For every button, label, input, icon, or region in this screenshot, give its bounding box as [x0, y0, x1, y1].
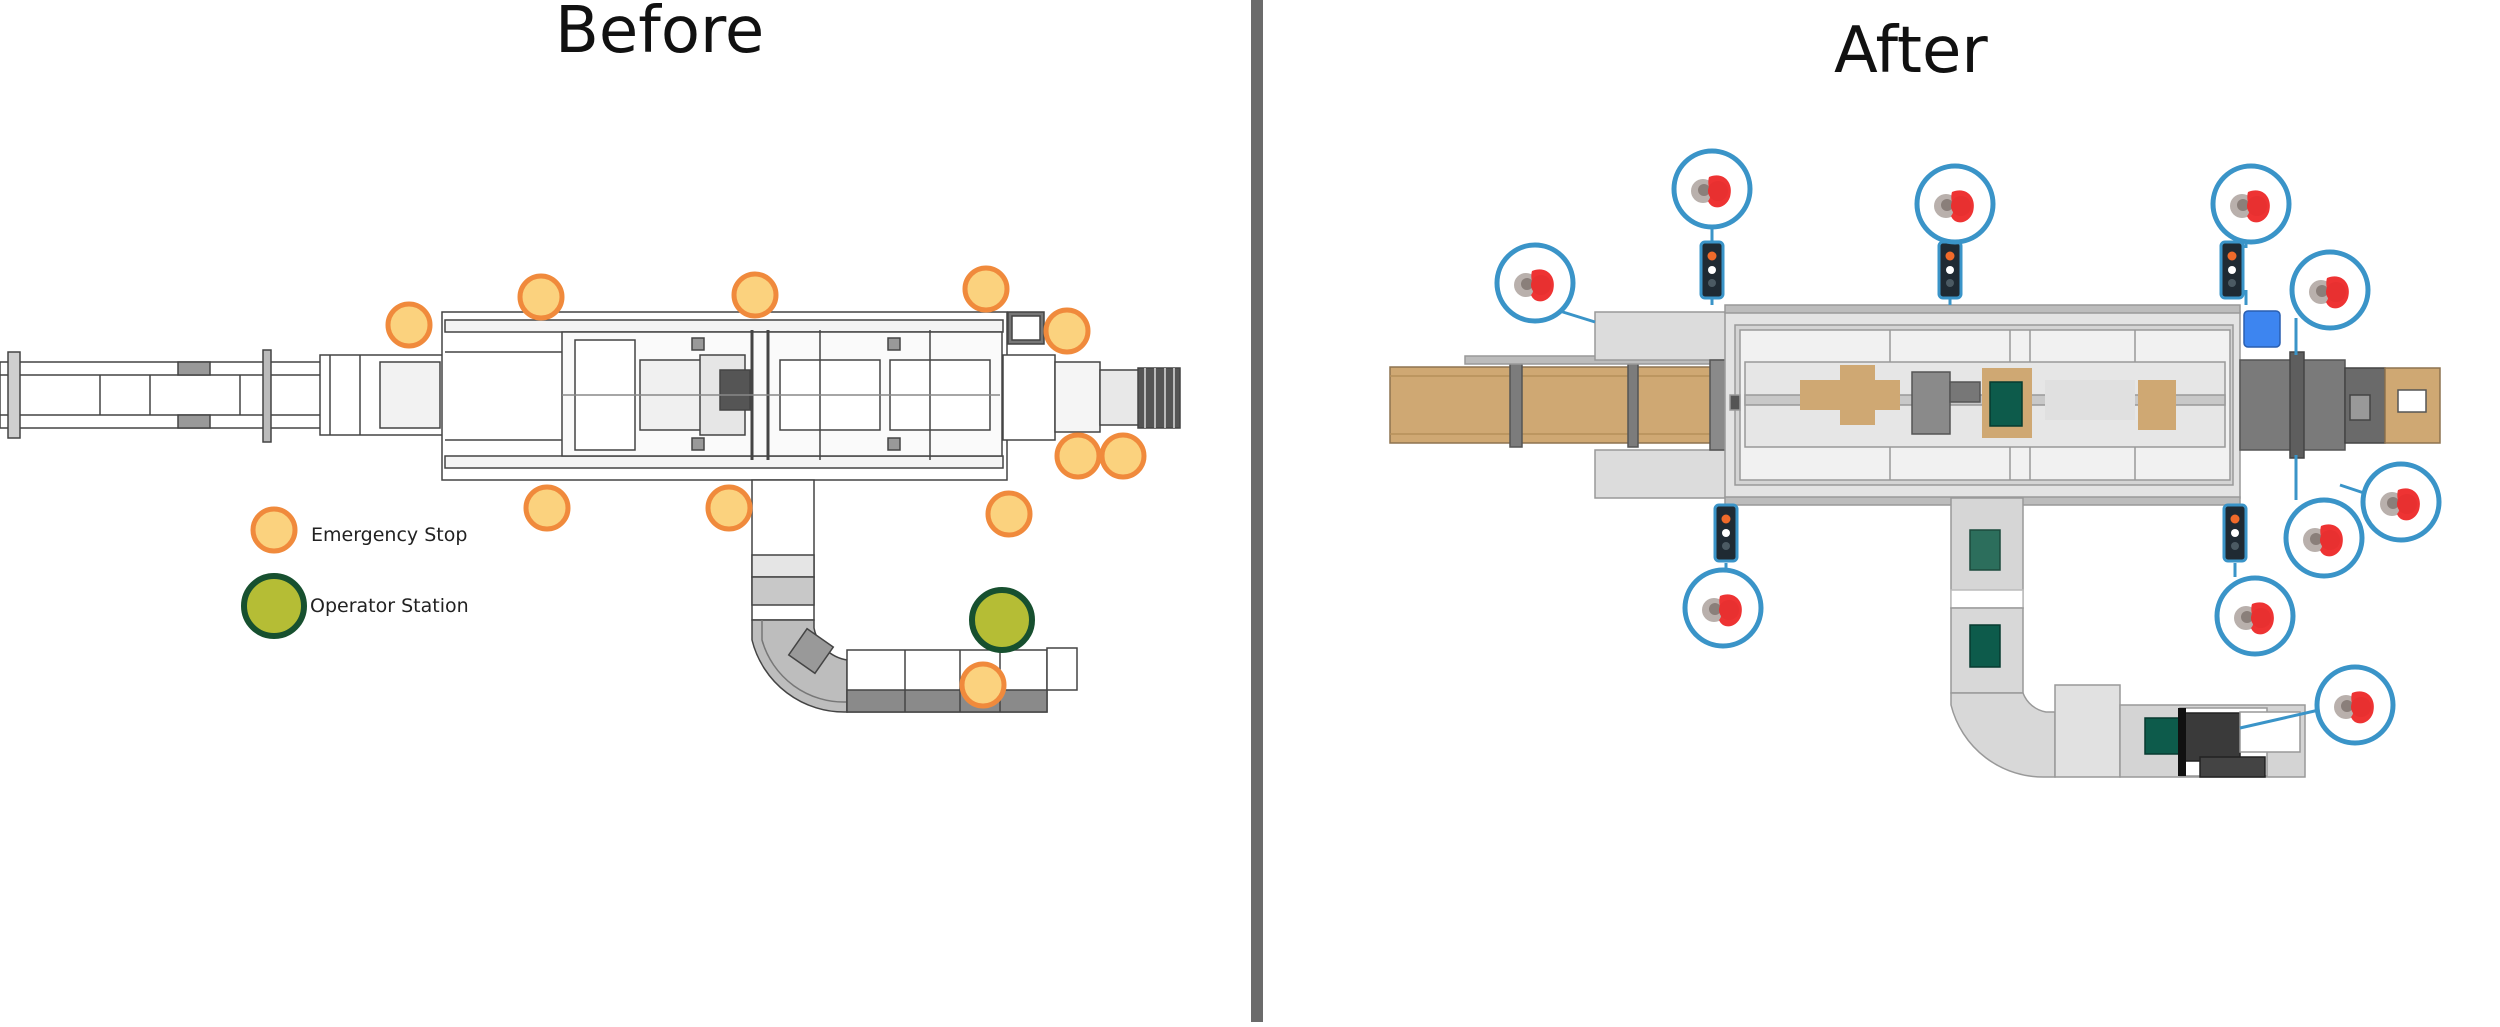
red-mushroom-button-icon	[2363, 464, 2439, 540]
emergency-stop-icon	[965, 268, 1007, 310]
emergency-stop-icon	[1057, 435, 1099, 477]
emergency-stop-icon	[520, 276, 562, 318]
operator-station-icon	[969, 587, 1035, 653]
emergency-stop-icon	[708, 487, 750, 529]
stack-light-icon	[1937, 240, 1963, 300]
red-mushroom-button-icon	[2286, 500, 2362, 576]
stack-light-icon	[2222, 503, 2248, 563]
emergency-stop-icon	[1102, 435, 1144, 477]
legend-operator-station-label: Operator Station	[310, 595, 469, 617]
emergency-stop-icon	[734, 274, 776, 316]
panel-divider	[1251, 0, 1263, 1022]
stack-light-icon	[1713, 503, 1739, 563]
red-mushroom-button-icon	[1674, 151, 1750, 227]
emergency-stop-icon	[962, 664, 1004, 706]
before-panel-title: Before	[555, 0, 765, 68]
emergency-stop-icon	[988, 493, 1030, 535]
after-machine-drawing	[1389, 304, 2441, 778]
red-mushroom-button-icon	[1685, 570, 1761, 646]
stack-light-icon	[1699, 240, 1725, 300]
red-mushroom-button-icon	[2213, 166, 2289, 242]
legend-emergency-stop-label: Emergency Stop	[311, 524, 468, 546]
emergency-stop-icon	[388, 304, 430, 346]
before-machine-drawing	[0, 311, 1181, 713]
legend-emergency-stop-icon	[253, 509, 295, 551]
red-mushroom-button-icon	[1917, 166, 1993, 242]
legend-operator-station-icon	[241, 573, 307, 639]
red-mushroom-button-icon	[2292, 252, 2368, 328]
after-panel-title: After	[1834, 14, 1988, 88]
red-mushroom-button-icon	[2217, 578, 2293, 654]
red-mushroom-button-icon	[1497, 245, 1573, 321]
emergency-stop-icon	[1046, 310, 1088, 352]
stack-light-icon	[2219, 240, 2245, 300]
red-mushroom-button-icon	[2317, 667, 2393, 743]
emergency-stop-icon	[526, 487, 568, 529]
